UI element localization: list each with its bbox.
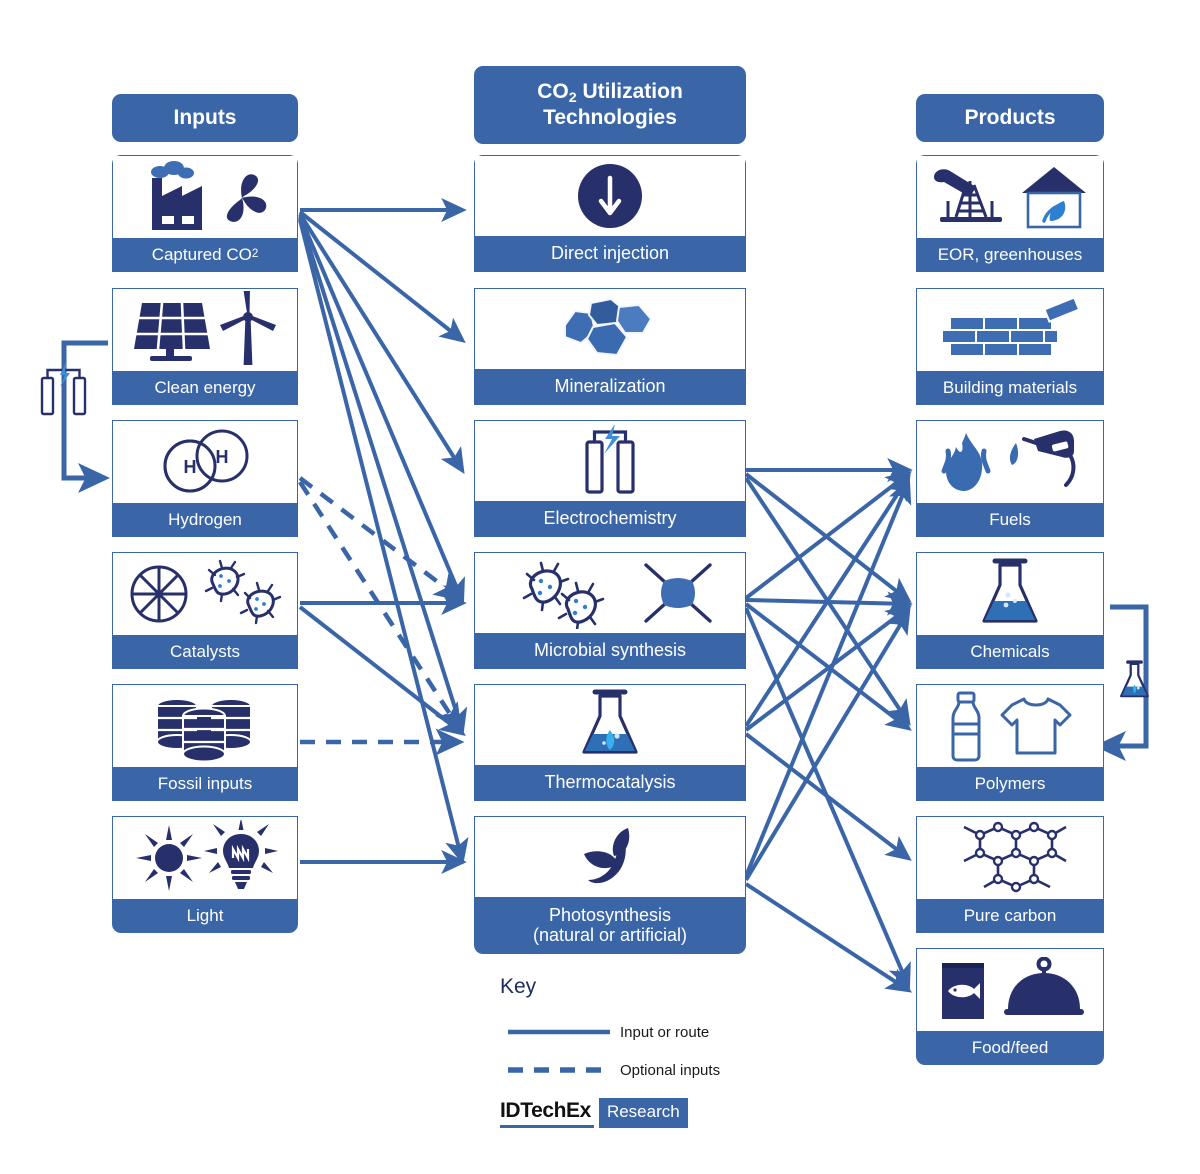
inputs-header: Inputs (112, 94, 298, 142)
product-label-eor-greenhouses: EOR, greenhouses (917, 238, 1103, 271)
input-label-hydrogen: Hydrogen (113, 503, 297, 536)
clean-energy-to-hydrogen-loop (40, 340, 111, 493)
flask-icon (1120, 660, 1149, 698)
product-node-polymers[interactable]: Polymers (916, 684, 1104, 801)
input-node-catalysts[interactable]: Catalysts (112, 552, 298, 669)
factory-fan-icon (113, 156, 297, 238)
product-label-pure-carbon: Pure carbon (917, 899, 1103, 932)
catalyst-microbe-icon (113, 553, 297, 635)
logo-research-badge: Research (598, 1098, 688, 1128)
product-label-building-materials: Building materials (917, 371, 1103, 404)
tech-node-electrochemistry[interactable]: Electrochemistry (474, 420, 746, 537)
graphene-lattice-icon (917, 817, 1103, 899)
inputs-header-label: Inputs (173, 106, 237, 130)
flask-icon (917, 553, 1103, 635)
product-node-fuels[interactable]: Fuels (916, 420, 1104, 537)
product-label-food-feed: Food/feed (917, 1031, 1103, 1064)
input-label-fossil-inputs: Fossil inputs (113, 767, 297, 800)
tech-to-product-edges (744, 458, 913, 993)
svg-text:H: H (216, 447, 229, 467)
microbes-protein-icon (475, 553, 745, 633)
tech-node-thermocatalysis[interactable]: Thermocatalysis (474, 684, 746, 801)
input-label-clean-energy: Clean energy (113, 371, 297, 404)
tech-label-photosynthesis: Photosynthesis (natural or artificial) (475, 897, 745, 953)
sun-bulb-icon (113, 817, 297, 899)
brick-wall-icon (917, 289, 1103, 371)
tech-label-mineralization: Mineralization (475, 369, 745, 404)
flame-fuel-nozzle-icon (917, 421, 1103, 503)
product-label-chemicals: Chemicals (917, 635, 1103, 668)
input-to-tech-edges (298, 198, 469, 874)
optional-input-edges (298, 476, 465, 756)
product-node-eor-greenhouses[interactable]: EOR, greenhouses (916, 155, 1104, 272)
key-swatches (508, 1029, 610, 1073)
label-line1: Photosynthesis (548, 904, 672, 925)
svg-text:H: H (184, 457, 197, 477)
input-node-clean-energy[interactable]: Clean energy (112, 288, 298, 405)
tech-node-microbial-synthesis[interactable]: Microbial synthesis (474, 552, 746, 669)
bottle-tshirt-icon (917, 685, 1103, 767)
idtechex-logo[interactable]: IDTechEx Research (500, 1098, 688, 1128)
product-label-polymers: Polymers (917, 767, 1103, 800)
tech-label-microbial-synthesis: Microbial synthesis (475, 633, 745, 668)
leaf-sprout-icon (475, 817, 745, 897)
product-node-building-materials[interactable]: Building materials (916, 288, 1104, 405)
key-legend: Key Input or route Optional inputs (500, 975, 780, 1085)
tech-label-electrochemistry: Electrochemistry (475, 501, 745, 536)
hydrogen-molecule-icon: H H (113, 421, 297, 503)
oil-barrels-icon (113, 685, 297, 767)
product-label-fuels: Fuels (917, 503, 1103, 536)
down-arrow-circle-icon (475, 156, 745, 236)
label-line2: (natural or artificial) (532, 925, 688, 945)
product-node-food-feed[interactable]: Food/feed (916, 948, 1104, 1065)
logo-wordmark: IDTechEx (500, 1098, 594, 1128)
electrolysis-cell-icon (40, 362, 87, 416)
solar-wind-icon (113, 289, 297, 371)
technologies-header-line2: Technologies (543, 106, 677, 130)
product-node-pure-carbon[interactable]: Pure carbon (916, 816, 1104, 933)
key-label-solid: Input or route (620, 1024, 710, 1041)
fish-bag-cloche-icon (917, 949, 1103, 1031)
product-node-chemicals[interactable]: Chemicals (916, 552, 1104, 669)
products-header: Products (916, 94, 1104, 142)
technologies-header-line1: CO2 Utilization (537, 80, 683, 107)
key-title: Key (500, 975, 537, 998)
tech-node-mineralization[interactable]: Mineralization (474, 288, 746, 405)
label-subscript: 2 (251, 248, 259, 261)
pumpjack-greenhouse-icon (917, 156, 1103, 238)
heated-flask-icon (475, 685, 745, 765)
technologies-header: CO2 Utilization Technologies (474, 66, 746, 144)
input-label-light: Light (113, 899, 297, 932)
input-label-catalysts: Catalysts (113, 635, 297, 668)
products-header-label: Products (964, 106, 1056, 130)
key-label-dashed: Optional inputs (620, 1062, 721, 1079)
tech-node-photosynthesis[interactable]: Photosynthesis (natural or artificial) (474, 816, 746, 954)
label-text: Captured CO (151, 244, 252, 264)
input-node-fossil-inputs[interactable]: Fossil inputs (112, 684, 298, 801)
tech-label-thermocatalysis: Thermocatalysis (475, 765, 745, 800)
chemicals-to-polymers-loop (1093, 604, 1149, 761)
tech-label-direct-injection: Direct injection (475, 236, 745, 271)
mineral-rocks-icon (475, 289, 745, 369)
input-node-light[interactable]: Light (112, 816, 298, 933)
input-node-hydrogen[interactable]: H H Hydrogen (112, 420, 298, 537)
tech-node-direct-injection[interactable]: Direct injection (474, 155, 746, 272)
electrolysis-cell-icon (475, 421, 745, 501)
